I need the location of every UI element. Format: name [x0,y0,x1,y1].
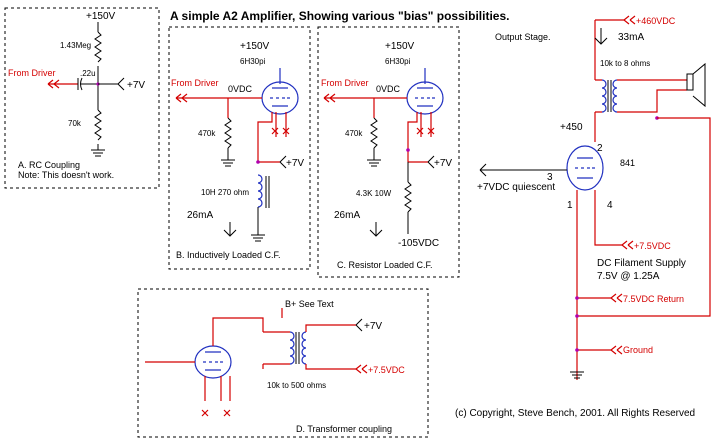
panel-c-current: 26mA [334,210,360,221]
tube-c [406,81,444,115]
resistor-4-3k [404,181,412,213]
resistor-470k-b [224,117,232,149]
panel-c-tube: 6H30pi [385,57,411,66]
output-transformer-secondary [612,79,618,113]
tube-b [261,81,299,115]
diagram-title: A simple A2 Amplifier, Showing various "… [170,9,509,23]
output-quiescent: +7VDC quiescent [477,182,555,193]
panel-c-neg: -105VDC [398,238,439,249]
tube-d [194,345,232,379]
panel-b-tube: 6H30pi [240,57,266,66]
panel-d-fil: +7.5VDC [368,365,405,375]
panel-c-r-grid: 470k [345,129,363,138]
panel-c-grid-v: 0VDC [376,84,401,94]
current-arrow-out [594,28,608,45]
panel-d-out: +7V [364,321,382,332]
panel-a-out: +7V [127,80,145,91]
panel-c-supply: +150V [385,41,415,52]
output-pin3: 3 [547,172,553,183]
inductor-10h [257,174,263,208]
output-pin4: 4 [607,200,613,211]
panel-a-box [4,7,160,189]
panel-c-from-driver: From Driver [321,78,369,88]
output-fil-return: 7.5VDC Return [623,294,684,304]
panel-b-out: +7V [286,158,304,169]
transformer-d-primary [289,331,295,365]
panel-b-box [168,26,311,270]
ground-symbol [91,149,105,157]
panel-d-xfmr: 10k to 500 ohms [267,381,326,390]
panel-b-grid-v: 0VDC [228,84,253,94]
ground-symbol-output [570,371,584,379]
output-tube: 841 [620,158,635,168]
tube-841 [566,145,604,191]
output-fil-rating: 7.5V @ 1.25A [597,271,660,282]
panel-b-from-driver: From Driver [171,78,219,88]
panel-b-caption: B. Inductively Loaded C.F. [176,250,281,260]
panel-c-out: +7V [434,158,452,169]
panel-a-supply: +150V [86,11,116,22]
speaker [686,73,694,91]
panel-c-resistor: 4.3K 10W [356,189,392,198]
panel-a-r-bottom: 70k [68,119,82,128]
resistor-470k-c [370,117,378,149]
panel-a-r-top: 1.43Meg [60,41,91,50]
input-arrow [47,79,60,89]
panel-d-caption: D. Transformer coupling [296,424,392,434]
speaker-cone-icon [692,62,706,108]
current-arrow-c [369,222,383,237]
output-supply: +460VDC [636,16,676,26]
panel-c-box [317,26,460,278]
output-pin2: 2 [597,143,603,154]
output-transformer-primary [601,79,607,113]
resistor-1-43meg [94,31,102,63]
output-ground: Ground [623,345,653,355]
current-arrow-b [223,222,237,237]
panel-a-caption: A. RC Coupling [18,160,80,170]
panel-a-note: Note: This doesn't work. [18,170,114,180]
panel-b-r-grid: 470k [198,129,216,138]
output-plate-v: +450 [560,122,583,133]
output-heading: Output Stage. [495,32,551,42]
panel-b-current: 26mA [187,210,213,221]
output-xfmr: 10k to 8 ohms [600,59,650,68]
panel-b-inductor: 10H 270 ohm [201,188,249,197]
output-pin1: 1 [567,200,573,211]
panel-b-supply: +150V [240,41,270,52]
transformer-d-secondary [301,331,307,365]
output-fil-plus: +7.5VDC [634,241,671,251]
output-fil-supply: DC Filament Supply [597,258,686,269]
panel-c-caption: C. Resistor Loaded C.F. [337,260,433,270]
panel-d-box [137,288,429,438]
resistor-70k [94,109,102,141]
panel-a-cap: .22u [80,69,96,78]
panel-a-from-driver: From Driver [8,68,56,78]
output-current: 33mA [618,32,644,43]
copyright: (c) Copyright, Steve Bench, 2001. All Ri… [455,408,695,419]
panel-d-bplus: B+ See Text [285,299,334,309]
